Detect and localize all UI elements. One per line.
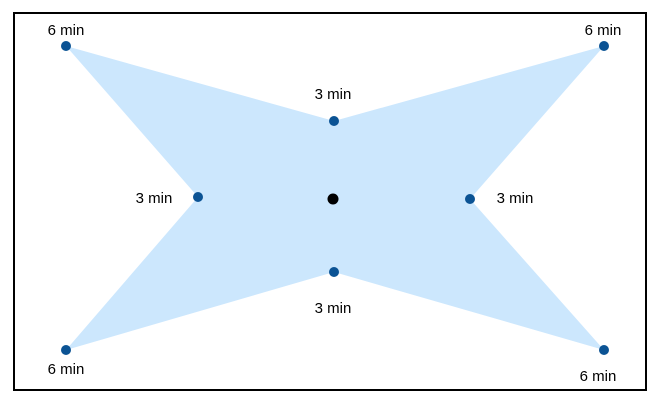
vertex-bottom xyxy=(329,267,339,277)
vertex-top xyxy=(329,116,339,126)
label-right-inner: 3 min xyxy=(497,190,534,207)
vertex-bottom-right xyxy=(599,345,609,355)
label-bottom-right-outer: 6 min xyxy=(580,368,617,385)
label-top-right-outer: 6 min xyxy=(585,22,622,39)
vertex-top-right xyxy=(599,41,609,51)
center-point xyxy=(327,193,339,205)
label-bottom-inner: 3 min xyxy=(315,300,352,317)
vertex-right xyxy=(465,194,475,204)
vertex-left xyxy=(193,192,203,202)
label-top-inner: 3 min xyxy=(315,86,352,103)
diagram-frame xyxy=(13,12,647,391)
label-left-inner: 3 min xyxy=(136,190,173,207)
label-top-left-outer: 6 min xyxy=(48,22,85,39)
vertex-top-left xyxy=(61,41,71,51)
vertex-bottom-left xyxy=(61,345,71,355)
label-bottom-left-outer: 6 min xyxy=(48,361,85,378)
